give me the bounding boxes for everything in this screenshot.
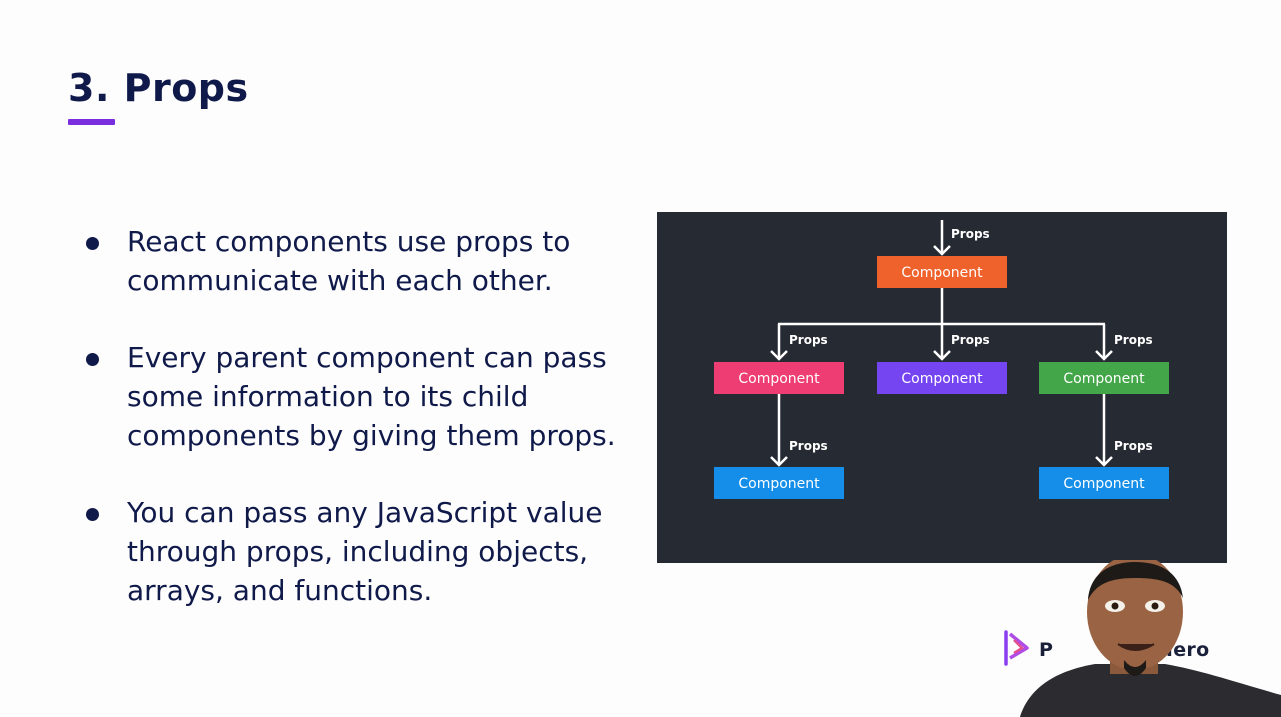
presenter-video-icon — [1000, 560, 1281, 717]
node-left-box — [714, 362, 844, 394]
arrowhead — [933, 245, 951, 256]
edge-label: Props — [951, 333, 990, 347]
node-right-child-box — [1039, 467, 1169, 499]
edge-label: Props — [1114, 439, 1153, 453]
arrowhead — [933, 350, 951, 361]
play-chevron-icon — [1003, 628, 1031, 672]
bullet-list: React components use props to communicat… — [84, 222, 644, 648]
edge-label: Props — [1114, 333, 1153, 347]
node-root: Component — [877, 256, 1007, 288]
bullet-item: Every parent component can pass some inf… — [84, 338, 644, 455]
node-right-label: Component — [1063, 371, 1145, 387]
props-diagram: Props Props Props Props Props Props — [657, 212, 1227, 563]
bullet-dot — [86, 237, 99, 250]
edge-label: Props — [789, 333, 828, 347]
node-middle-box — [877, 362, 1007, 394]
bullet-item: You can pass any JavaScript value throug… — [84, 493, 644, 610]
node-left-child-box — [714, 467, 844, 499]
node-middle-label: Component — [901, 371, 983, 387]
bullet-text: React components use props to communicat… — [127, 225, 571, 297]
edge-label: Props — [789, 439, 828, 453]
node-root-label: Component — [901, 265, 983, 281]
arrowhead — [1095, 350, 1113, 361]
node-right-child-label: Component — [1063, 476, 1145, 492]
node-right: Component — [1039, 362, 1169, 394]
bullet-text: Every parent component can pass some inf… — [127, 341, 616, 452]
props-diagram-svg: Props Props Props Props Props Props — [714, 220, 1169, 499]
node-right-child: Component — [1039, 467, 1169, 499]
node-left-label: Component — [738, 371, 820, 387]
node-left-child-label: Component — [738, 476, 820, 492]
node-middle: Component — [877, 362, 1007, 394]
bullet-text: You can pass any JavaScript value throug… — [127, 496, 603, 607]
node-root-box — [877, 256, 1007, 288]
edge-label: Props — [951, 227, 990, 241]
bullet-dot — [86, 353, 99, 366]
node-left-child: Component — [714, 467, 844, 499]
arrowhead — [770, 456, 788, 467]
arrowhead — [1095, 456, 1113, 467]
node-right-box — [1039, 362, 1169, 394]
arrowhead — [770, 350, 788, 361]
title-underline — [68, 119, 115, 125]
node-left: Component — [714, 362, 844, 394]
bullet-dot — [86, 508, 99, 521]
slide-title: 3. Props — [68, 66, 249, 110]
bullet-item: React components use props to communicat… — [84, 222, 644, 300]
